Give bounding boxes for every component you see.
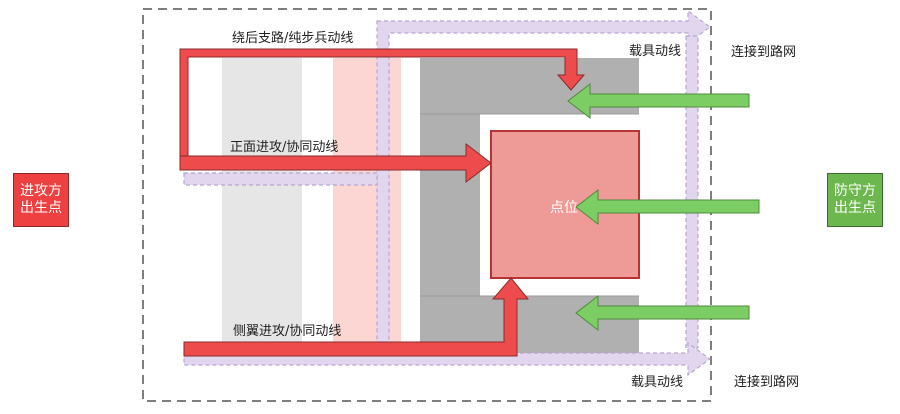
label-side-route: 侧翼进攻/协同动线 [233, 324, 341, 339]
label-vehicle-route-top: 载具动线 [629, 44, 681, 59]
defense-routes [567, 82, 760, 332]
buildings [420, 58, 639, 354]
attacker-spawn: 进攻方 出生点 [13, 173, 69, 227]
building-left [420, 114, 480, 296]
route-front [179, 142, 492, 184]
label-point: 点位 [550, 200, 578, 216]
attack-routes [179, 48, 586, 357]
route-def-middle [575, 188, 760, 226]
route-flank-top [179, 48, 586, 171]
route-def-top [567, 82, 750, 120]
route-def-bottom [575, 294, 750, 332]
defender-spawn-line1: 防守方 [834, 183, 876, 199]
route-side [183, 277, 530, 357]
lane-gray [222, 58, 302, 358]
label-road-link-bottom: 连接到路网 [734, 374, 799, 390]
attacker-spawn-line1: 进攻方 [20, 183, 62, 199]
vehicle-route [183, 9, 712, 377]
label-road-link-top: 连接到路网 [731, 44, 796, 60]
label-flank-route: 绕后支路/纯步兵动线 [232, 30, 353, 46]
defender-spawn-line2: 出生点 [834, 200, 876, 216]
defender-spawn: 防守方 出生点 [827, 173, 883, 227]
lane-pink [333, 58, 401, 358]
attacker-spawn-line2: 出生点 [20, 200, 62, 216]
label-vehicle-route-bottom: 载具动线 [631, 375, 683, 390]
label-front-route: 正面进攻/协同动线 [230, 140, 338, 155]
